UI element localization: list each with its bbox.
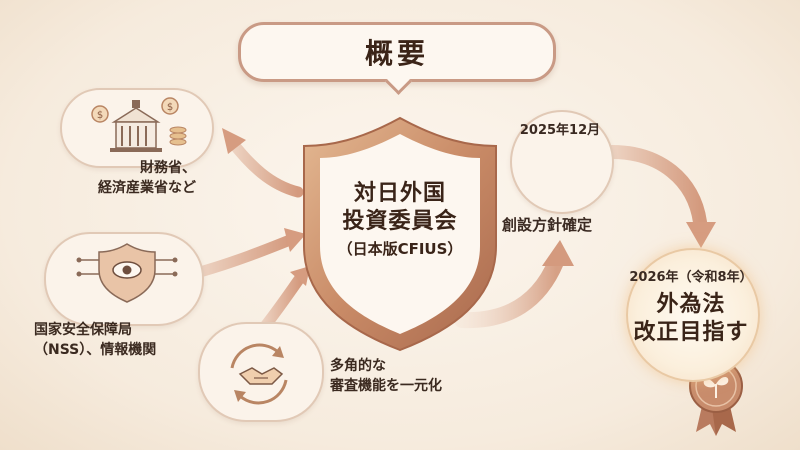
government-label-line1: 財務省、 xyxy=(140,160,196,176)
arrow-from-security xyxy=(194,228,306,278)
integration-label-line1: 多角的な xyxy=(330,358,386,374)
page-title: 概要 xyxy=(364,37,429,70)
goal-line2: 改正目指す xyxy=(633,320,749,345)
committee-name-line1: 対日外国 xyxy=(353,181,446,206)
arrow-to-government xyxy=(222,128,304,198)
security-label: 国家安全保障局 （NSS）、情報機関 xyxy=(34,320,156,360)
security-label-line2: （NSS）、情報機関 xyxy=(34,342,157,358)
integration-label-line2: 審査機能を一元化 xyxy=(330,378,442,394)
integration-label: 多角的な 審査機能を一元化 xyxy=(330,356,442,396)
policy-date: 2025年12月 xyxy=(519,123,601,138)
goal-date: 2026年（令和8年） xyxy=(629,270,753,285)
goal-line1: 外為法 xyxy=(656,292,726,317)
policy-label: 創設方針確定 xyxy=(502,216,593,234)
security-cloud xyxy=(44,232,204,326)
integration-cloud xyxy=(198,322,324,422)
shield-emblem xyxy=(303,116,497,352)
arrow-from-integration xyxy=(256,266,310,336)
committee-name-line2: 投資委員会 xyxy=(342,209,458,234)
security-label-line1: 国家安全保障局 xyxy=(34,322,132,338)
government-cloud xyxy=(60,88,214,168)
government-label-line2: 経済産業省など xyxy=(98,180,196,196)
arrow-to-policy xyxy=(454,240,574,329)
committee-name-subtitle: （日本版CFIUS） xyxy=(337,240,463,258)
government-label: 財務省、 経済産業省など xyxy=(76,158,196,198)
arrow-to-goal xyxy=(605,145,716,248)
goal-circle xyxy=(626,248,760,382)
title-bubble: 概要 xyxy=(238,22,556,82)
committee-name: 対日外国 投資委員会 （日本版CFIUS） xyxy=(320,180,480,262)
policy-circle xyxy=(510,110,614,214)
